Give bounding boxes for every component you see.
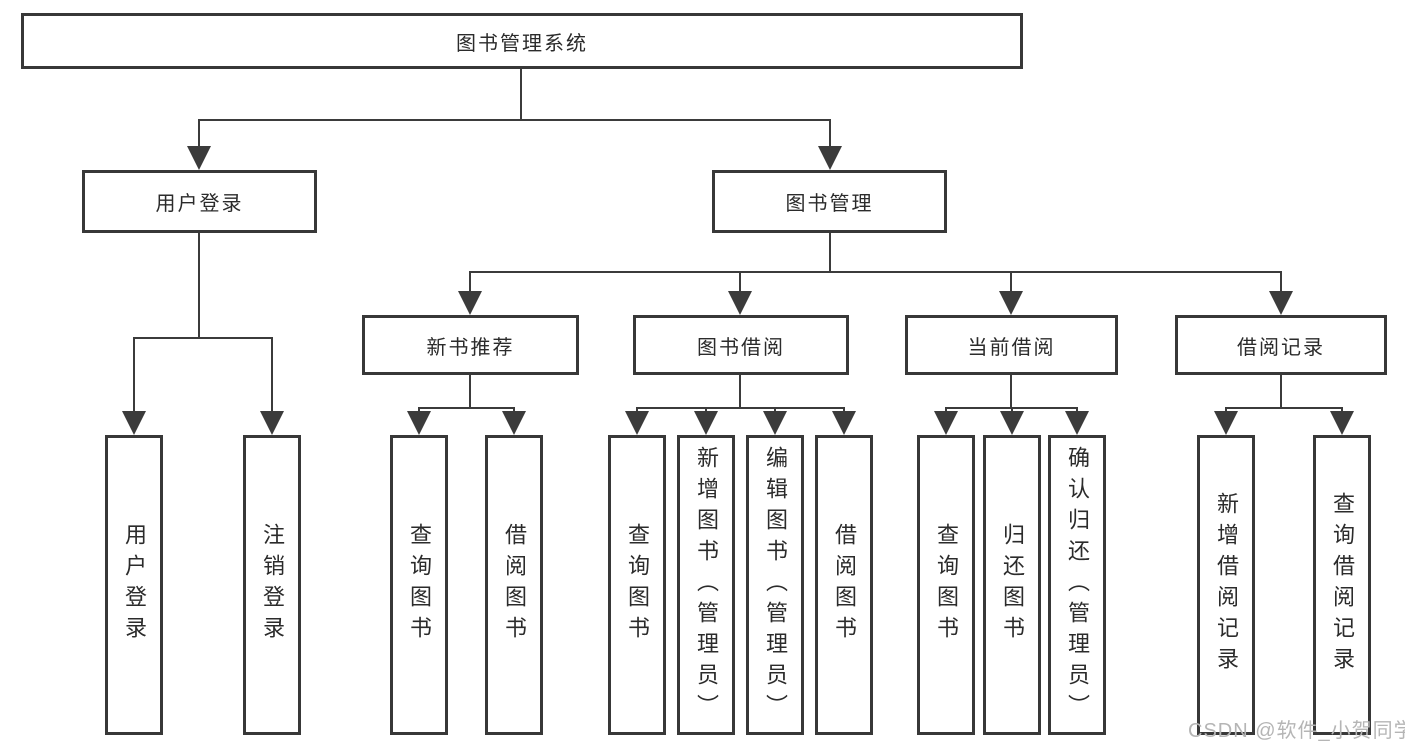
connector-book-management-hbar [469,271,1282,273]
arrowhead-down-icon [694,411,718,435]
connector-drop-leaf [945,407,947,413]
leaf-borrow-books: 借阅图书 [815,435,873,735]
leaf-label: 查询图书 [934,523,959,647]
arrowhead-down-icon [832,411,856,435]
node-borrow-records: 借阅记录 [1175,315,1387,375]
leaf-label: 新增借阅记录 [1214,492,1239,678]
connector-drop-leaf [636,407,638,413]
node-label: 用户登录 [155,193,244,215]
connector-drop-user-login [198,119,200,148]
leaf-add-borrow-record: 新增借阅记录 [1197,435,1255,735]
connector-records-hbar [1225,407,1343,409]
leaf-label: 查询图书 [407,523,432,647]
leaf-label: 查询借阅记录 [1330,492,1355,678]
leaf-return-book: 归还图书 [983,435,1041,735]
connector-root-stem [520,69,522,121]
connector-current-stem [1010,375,1012,407]
connector-drop-leaf [271,337,273,413]
arrowhead-down-icon [625,411,649,435]
leaf-query-books-borrow: 查询图书 [608,435,666,735]
arrowhead-down-icon [1000,411,1024,435]
arrowhead-down-icon [1330,411,1354,435]
connector-drop-leaf [1011,407,1013,413]
connector-drop-leaf [418,407,420,413]
arrowhead-down-icon [1065,411,1089,435]
csdn-watermark: CSDN @软件_小贺同学 [1188,720,1405,742]
connector-drop-leaf [705,407,707,413]
connector-user-login-stem [198,233,200,337]
node-current-borrow: 当前借阅 [905,315,1118,375]
connector-drop-borrow-records [1280,271,1282,293]
connector-drop-leaf [1076,407,1078,413]
connector-drop-new-book-recommend [469,271,471,293]
arrowhead-down-icon [407,411,431,435]
leaf-label: 新增图书（管理员） [694,445,719,725]
leaf-logout: 注销登录 [243,435,301,735]
node-label: 当前借阅 [967,336,1056,359]
connector-drop-book-management [829,119,831,148]
arrowhead-down-icon [1214,411,1238,435]
connector-drop-leaf [133,337,135,413]
arrowhead-down-icon [999,291,1023,315]
node-new-book-recommend: 新书推荐 [362,315,579,375]
node-library-management-system: 图书管理系统 [21,13,1023,69]
node-label: 图书管理 [785,193,874,215]
connector-recommend-stem [469,375,471,407]
arrowhead-down-icon [818,146,842,170]
connector-recommend-hbar [418,407,515,409]
leaf-label: 注销登录 [260,523,285,647]
leaf-user-login: 用户登录 [105,435,163,735]
connector-records-stem [1280,375,1282,407]
leaf-label: 借阅图书 [502,523,527,647]
connector-drop-leaf [513,407,515,413]
leaf-query-books-recommend: 查询图书 [390,435,448,735]
leaf-label: 用户登录 [122,523,147,647]
node-label: 新书推荐 [426,336,515,359]
arrowhead-down-icon [502,411,526,435]
node-book-management: 图书管理 [712,170,947,233]
node-label: 图书借阅 [697,336,785,359]
connector-drop-book-borrow [739,271,741,293]
connector-book-management-stem [829,233,831,271]
node-label: 图书管理系统 [456,32,588,55]
node-user-login: 用户登录 [82,170,317,233]
arrowhead-down-icon [260,411,284,435]
leaf-confirm-return-admin: 确认归还（管理员） [1048,435,1106,735]
leaf-label: 查询图书 [625,523,650,647]
leaf-query-books-current: 查询图书 [917,435,975,735]
connector-root-hbar [198,119,831,121]
leaf-label: 编辑图书（管理员） [763,445,788,725]
arrowhead-down-icon [763,411,787,435]
connector-drop-current-borrow [1010,271,1012,293]
arrowhead-down-icon [187,146,211,170]
leaf-borrow-books-recommend: 借阅图书 [485,435,543,735]
arrowhead-down-icon [728,291,752,315]
leaf-query-borrow-record: 查询借阅记录 [1313,435,1371,735]
connector-borrow-hbar [636,407,845,409]
arrowhead-down-icon [458,291,482,315]
leaf-label: 确认归还（管理员） [1065,445,1090,725]
leaf-edit-book-admin: 编辑图书（管理员） [746,435,804,735]
leaf-label: 归还图书 [1000,523,1025,647]
node-book-borrow: 图书借阅 [633,315,849,375]
leaf-label: 借阅图书 [832,523,857,647]
connector-drop-leaf [774,407,776,413]
leaf-add-book-admin: 新增图书（管理员） [677,435,735,735]
connector-drop-leaf [843,407,845,413]
connector-drop-leaf [1225,407,1227,413]
connector-drop-leaf [1341,407,1343,413]
node-label: 借阅记录 [1237,336,1325,359]
connector-user-login-hbar [133,337,273,339]
arrowhead-down-icon [1269,291,1293,315]
connector-borrow-stem [739,375,741,407]
arrowhead-down-icon [934,411,958,435]
arrowhead-down-icon [122,411,146,435]
